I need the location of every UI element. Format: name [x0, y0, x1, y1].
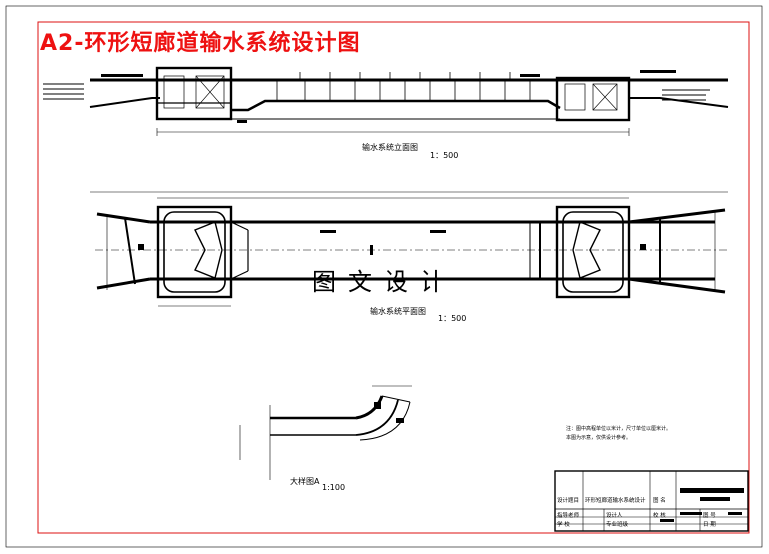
- note-line-2: 本图为示意，仅供设计参考。: [566, 435, 632, 441]
- longitudinal-view-scale: 1：500: [430, 151, 459, 160]
- tb-project-value: 环形短廊道输水系统设计: [585, 498, 646, 504]
- tb-date-label: 日 期: [703, 522, 716, 528]
- tb-drawing-label: 图 名: [653, 498, 666, 504]
- outer-border: [5, 5, 763, 548]
- tb-project-label: 设计题目: [557, 498, 580, 504]
- longitudinal-view: [43, 66, 729, 136]
- plan-view: [90, 191, 730, 307]
- detail-view-scale: 1:100: [322, 483, 346, 492]
- tb-review-label: 指导老师: [557, 513, 580, 519]
- watermark-text: 图文设计: [312, 268, 456, 296]
- plan-view-scale: 1：500: [438, 314, 467, 323]
- detail-view-label: 大样图A: [290, 477, 320, 486]
- title-block: [554, 470, 749, 532]
- drawing-title: A2-环形短廊道输水系统设计图: [40, 31, 361, 56]
- longitudinal-view-label: 输水系统立面图: [362, 143, 418, 152]
- tb-major-label: 专业班级: [606, 522, 629, 528]
- tb-drawing-no-label: 图 号: [703, 513, 716, 519]
- tb-school-label: 学 校: [557, 522, 570, 528]
- tb-check-label: 校 核: [653, 513, 666, 519]
- tb-designer-label: 设计人: [606, 513, 623, 519]
- detail-a: [239, 385, 412, 480]
- plan-view-label: 输水系统平面图: [370, 307, 426, 316]
- inner-border: [37, 21, 750, 534]
- note-line-1: 注：图中高程单位以米计，尺寸单位以厘米计。: [566, 426, 672, 432]
